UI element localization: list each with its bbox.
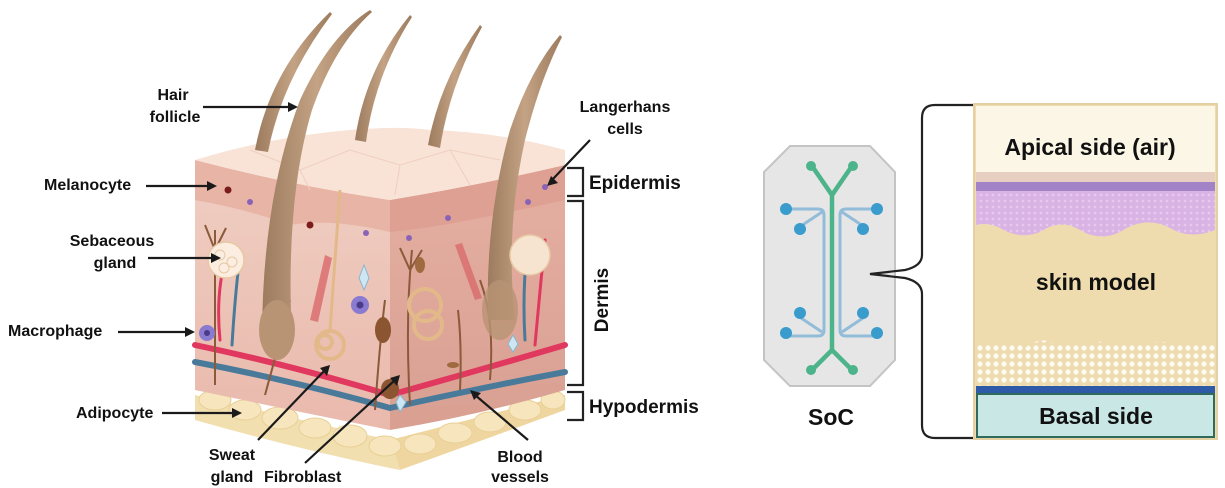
- arrowhead-langerhans: [547, 176, 558, 186]
- melanocyte-cells: [224, 186, 314, 229]
- arrowhead-hair-follicle: [288, 102, 298, 112]
- label-langerhans-1: Langerhans: [580, 99, 671, 116]
- apical-air-region: [976, 106, 1215, 172]
- label-sebaceous-gland-2: gland: [94, 255, 137, 272]
- label-blood-vessels-1: Blood: [497, 449, 542, 466]
- skin-labels: Hair follicle Melanocyte Sebaceous gland…: [8, 87, 699, 486]
- macrophage-cells: [199, 296, 369, 341]
- arrow-sweat-gland: [257, 369, 326, 441]
- label-adipocyte: Adipocyte: [76, 405, 153, 422]
- stratum-corneum: [976, 172, 1215, 182]
- label-sweat-gland-1: Sweat: [209, 447, 256, 464]
- label-epidermis: Epidermis: [589, 173, 681, 194]
- label-apical-side: Apical side (air): [1004, 134, 1175, 160]
- chip-main-channel: [809, 163, 855, 373]
- hair-bulb-2: [482, 280, 518, 340]
- basal-medium-region: [976, 393, 1215, 438]
- label-fibroblast: Fibroblast: [264, 469, 342, 486]
- skin-illustration: [192, 10, 568, 470]
- label-hair-follicle-2: follicle: [150, 109, 201, 126]
- arrowhead-sweat-gland: [320, 365, 330, 376]
- bracket-epidermis: [567, 166, 585, 198]
- zoom-curly-bracket: [869, 103, 975, 440]
- label-melanocyte: Melanocyte: [44, 177, 131, 194]
- arrector-pili-muscle-2: [455, 243, 482, 300]
- label-langerhans-2: cells: [607, 121, 643, 138]
- adipocyte-cluster: [198, 389, 566, 457]
- arrector-pili-muscle: [310, 255, 332, 322]
- porous-scaffold: [976, 340, 1215, 386]
- bracket-dermis: [567, 199, 585, 387]
- arrowhead-macrophage: [185, 327, 195, 337]
- pacinian-corpuscles: [375, 257, 459, 399]
- hair-shaft-5: [487, 35, 562, 320]
- arrow-blood-vessels: [474, 394, 529, 441]
- bracket-hypodermis: [567, 390, 585, 422]
- epidermis-side: [390, 165, 565, 232]
- label-skin-model: skin model: [1036, 269, 1156, 295]
- arrow-fibroblast: [304, 379, 396, 464]
- label-soc: SoC: [808, 404, 854, 430]
- fibroblast-cells: [358, 263, 519, 414]
- arrowhead-blood-vessels: [470, 390, 481, 400]
- epidermal-layer: [976, 191, 1215, 237]
- porous-membrane: [976, 386, 1215, 393]
- dermis-front-face: [195, 160, 390, 430]
- label-macrophage: Macrophage: [8, 323, 102, 340]
- arrowhead-sebaceous-gland: [211, 253, 221, 263]
- sebaceous-gland: [207, 234, 551, 279]
- label-sebaceous-gland-1: Sebaceous: [70, 233, 155, 250]
- label-basal-side: Basal side: [1039, 403, 1153, 429]
- label-blood-vessels-2: vessels: [491, 469, 549, 486]
- arrowhead-melanocyte: [207, 181, 217, 191]
- label-dermis: Dermis: [592, 268, 613, 332]
- label-hypodermis: Hypodermis: [589, 397, 699, 418]
- chip-blue-ports: [780, 203, 883, 339]
- hair-shaft-4: [428, 25, 482, 148]
- stratum-band: [976, 182, 1215, 191]
- arrowhead-fibroblast: [390, 375, 400, 386]
- soc-chip: SoC: [763, 145, 896, 430]
- hair-bulb-1: [259, 300, 295, 360]
- chip-green-ports: [806, 161, 858, 375]
- hair-shaft-1: [255, 12, 332, 152]
- langerhans-cells-dots: [247, 184, 548, 241]
- arrowhead-adipocyte: [232, 408, 242, 418]
- hair-shafts: [255, 10, 562, 360]
- label-hair-follicle-1: Hair: [157, 87, 188, 104]
- chip-body: [763, 145, 896, 387]
- hair-shaft-3: [355, 15, 412, 142]
- skin-model-insert: Apical side (air) skin model Basal side: [973, 103, 1218, 440]
- hair-shaft-2: [262, 10, 372, 340]
- chip-side-channels: [790, 207, 874, 338]
- sweat-gland: [314, 189, 444, 361]
- label-sweat-gland-2: gland: [211, 469, 254, 486]
- arrow-langerhans: [551, 139, 591, 181]
